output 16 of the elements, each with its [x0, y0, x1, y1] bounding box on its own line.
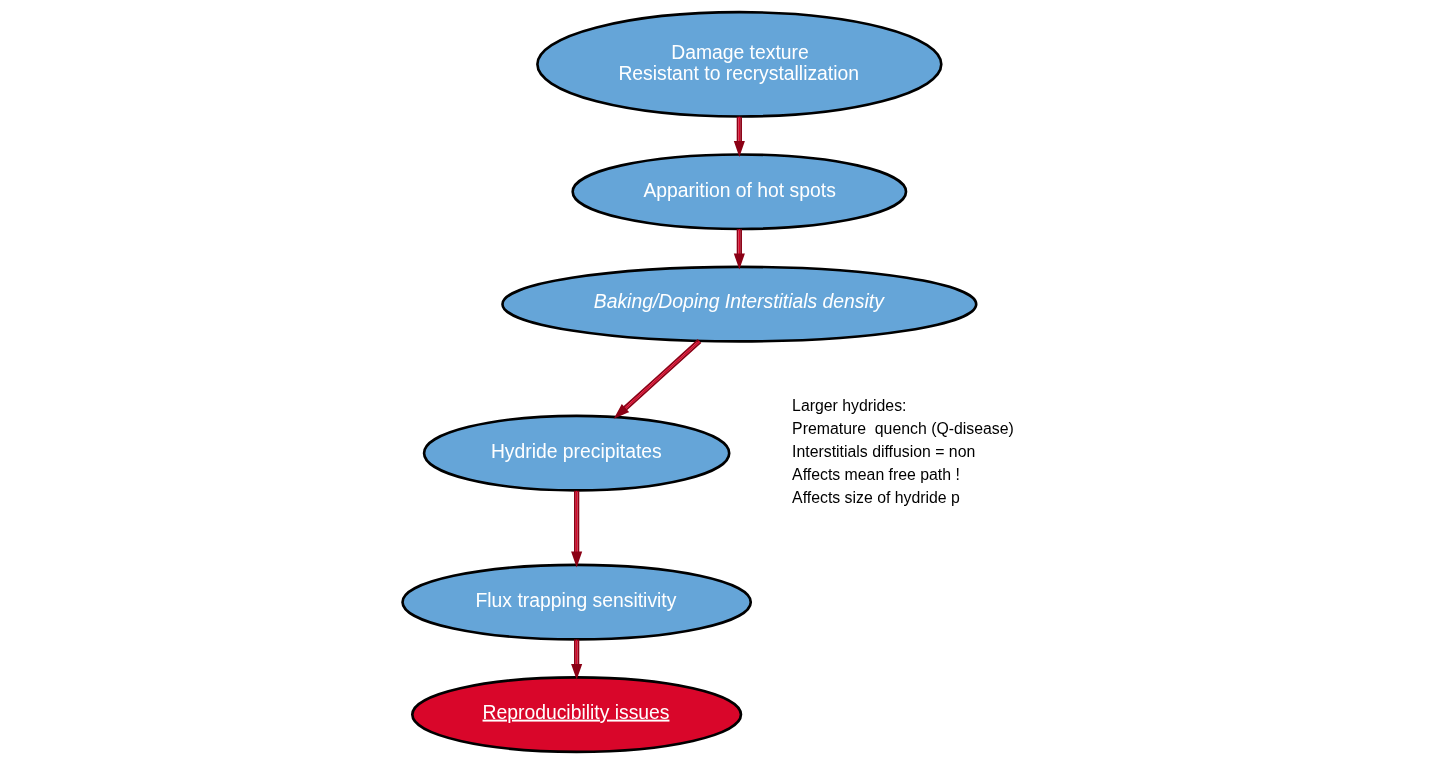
arrow	[570, 489, 582, 568]
node-ellipse: Hydride precipitates	[422, 414, 731, 492]
label: Interstitials diffusion = non	[791, 443, 975, 461]
arrow	[570, 638, 582, 680]
node-ellipse: Flux trapping sensitivity	[400, 563, 752, 641]
label: Premature quench (Q-disease)	[791, 420, 1014, 438]
node-ellipse: Apparition of hot spots	[570, 153, 907, 231]
label: Affects mean free path !	[791, 465, 960, 483]
label: Affects size of hydride p	[791, 488, 960, 506]
node-ellipse: Damage texture Resistant to recrystallization	[535, 10, 943, 118]
label: Larger hydrides:	[791, 397, 906, 415]
node-ellipse: Reproducibility issues	[410, 676, 742, 754]
node-ellipse: Baking/Doping Interstitials density	[500, 265, 978, 343]
arrow	[613, 338, 702, 419]
arrow	[733, 115, 745, 157]
arrow	[733, 228, 745, 270]
